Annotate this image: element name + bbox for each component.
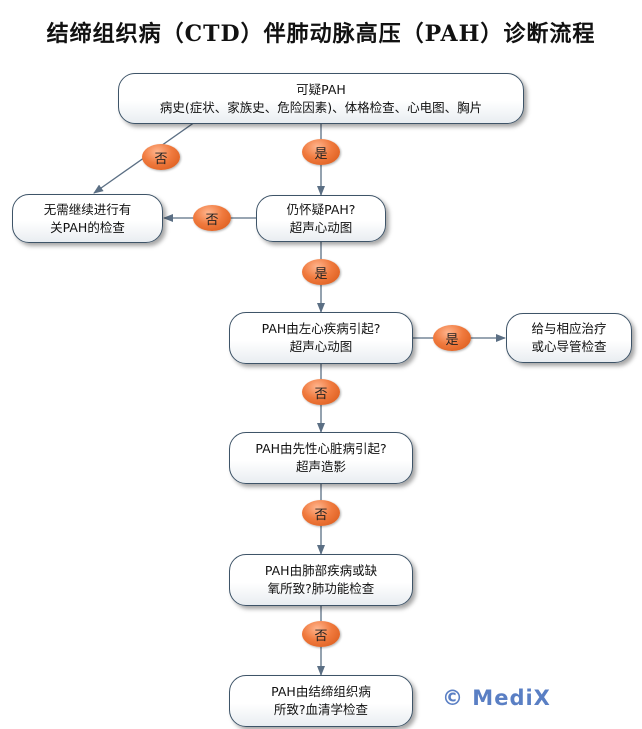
node-lung-disease-line2: 氧所致?肺功能检查 (267, 581, 375, 596)
diagram-title: 结缔组织病（CTD）伴肺动脉高压（PAH）诊断流程 (46, 21, 596, 47)
badge-no-congenital: 否 (302, 500, 340, 526)
node-left-heart-disease-line2: 超声心动图 (289, 339, 353, 354)
node-no-further-exam-line1: 无需继续进行有 (43, 201, 132, 217)
node-treatment: 给与相应治疗 或心导管检查 (506, 313, 632, 363)
node-treatment-line1: 给与相应治疗 (531, 321, 607, 336)
node-suspect-pah-line1: 可疑PAH (296, 81, 346, 97)
badge-no-still-suspect: 否 (193, 205, 231, 231)
node-still-suspect-pah-line2: 超声心动图 (289, 219, 353, 235)
node-suspect-pah: 可疑PAH 病史(症状、家族史、危险因素)、体格检查、心电图、胸片 (118, 73, 524, 124)
node-left-heart-disease: PAH由左心疾病引起? 超声心动图 (229, 312, 413, 364)
node-ctd-caused-line2: 所致?血清学检查 (273, 702, 369, 717)
node-congenital-heart-disease-line1: PAH由先性心脏病引起? (255, 441, 387, 456)
node-suspect-pah-line2: 病史(症状、家族史、危险因素)、体格检查、心电图、胸片 (159, 99, 483, 115)
badge-yes-suspect: 是 (302, 139, 340, 165)
node-congenital-heart-disease: PAH由先性心脏病引起? 超声造影 (229, 432, 413, 484)
watermark: © MediX (442, 686, 551, 710)
node-ctd-caused: PAH由结缔组织病 所致?血清学检查 (229, 675, 413, 727)
node-still-suspect-pah-line1: 仍怀疑PAH? (286, 201, 356, 217)
node-still-suspect-pah: 仍怀疑PAH? 超声心动图 (256, 195, 386, 242)
node-congenital-heart-disease-line2: 超声造影 (295, 459, 346, 474)
badge-yes-still-suspect: 是 (302, 259, 340, 285)
node-left-heart-disease-line1: PAH由左心疾病引起? (261, 321, 381, 336)
node-no-further-exam-line2: 关PAH的检查 (50, 219, 125, 235)
badge-yes-left-heart: 是 (433, 325, 471, 351)
badge-no-lung: 否 (302, 621, 340, 647)
badge-no-left-heart: 否 (302, 379, 340, 405)
node-no-further-exam: 无需继续进行有 关PAH的检查 (12, 194, 163, 243)
badge-no-suspect: 否 (142, 144, 180, 170)
node-treatment-line2: 或心导管检查 (531, 339, 607, 354)
node-lung-disease: PAH由肺部疾病或缺 氧所致?肺功能检查 (229, 554, 413, 606)
node-ctd-caused-line1: PAH由结缔组织病 (271, 684, 371, 699)
node-lung-disease-line1: PAH由肺部疾病或缺 (264, 563, 378, 578)
